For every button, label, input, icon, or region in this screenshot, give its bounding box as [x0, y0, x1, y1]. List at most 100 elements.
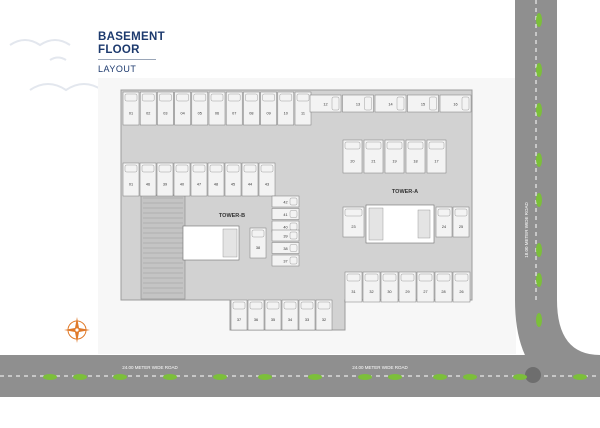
tree-icon	[573, 374, 587, 380]
parking-slot: 44	[241, 162, 259, 197]
parking-slot: 18	[405, 139, 426, 174]
parking-slot-number: 32	[322, 318, 326, 322]
parking-slot: 45	[224, 162, 242, 197]
parking-slot: 37	[230, 299, 248, 331]
parking-slot-number: 32	[369, 290, 373, 294]
parking-slot: 19	[384, 139, 405, 174]
parking-slot-number: 17	[434, 160, 438, 164]
parking-slot: 39	[156, 162, 174, 197]
parking-slot: 25	[452, 206, 470, 238]
tower-a-core	[365, 204, 435, 244]
parking-slot: 05	[191, 91, 209, 126]
parking-slot-number: 33	[305, 318, 309, 322]
parking-slot-number: 47	[197, 183, 201, 187]
parking-slot: 03	[157, 91, 174, 126]
parking-slot-number: 06	[215, 112, 219, 116]
parking-slot: 14	[374, 94, 407, 113]
tower-b-label: TOWER-B	[219, 213, 245, 219]
roundabout	[525, 367, 541, 383]
tree-icon	[388, 374, 402, 380]
title-divider	[98, 59, 156, 60]
parking-slot: 02	[139, 91, 157, 126]
tree-icon	[308, 374, 322, 380]
parking-slot: 01	[122, 162, 140, 197]
parking-slot-number: 14	[388, 103, 392, 107]
parking-slot: 28	[434, 271, 453, 303]
parking-slot: 15	[407, 94, 439, 113]
parking-slot-number: 29	[405, 290, 409, 294]
parking-slot-number: 12	[323, 103, 327, 107]
tower-a-label: TOWER-A	[392, 189, 418, 195]
parking-slot-number: 34	[288, 318, 292, 322]
parking-slot-number: 37	[237, 318, 241, 322]
compass-icon	[64, 317, 90, 343]
parking-slot-number: 35	[271, 318, 275, 322]
parking-slot: 39	[271, 229, 300, 242]
parking-slot-number: 38	[283, 247, 287, 251]
parking-slot-number: 02	[146, 112, 150, 116]
parking-slot: 34	[281, 299, 299, 331]
parking-slot-number: 25	[459, 225, 463, 229]
parking-slot: 24	[435, 206, 453, 238]
parking-slot: 13	[342, 94, 374, 113]
parking-slot-number: 19	[392, 160, 396, 164]
parking-slot-number: 16	[453, 103, 457, 107]
parking-slot-number: 48	[214, 183, 218, 187]
parking-slot: 08	[243, 91, 260, 126]
parking-slot-number: 05	[198, 112, 202, 116]
parking-slot-number: 31	[351, 290, 355, 294]
parking-slot-number: 09	[266, 112, 270, 116]
parking-slot: 38	[271, 242, 300, 254]
parking-slot-number: 11	[301, 112, 305, 116]
parking-slot-number: 28	[441, 290, 445, 294]
parking-slot: 36	[247, 299, 265, 331]
page-subtitle: LAYOUT	[98, 64, 137, 74]
parking-slot: 07	[225, 91, 243, 126]
parking-slot-number: 04	[180, 112, 184, 116]
title-block: BASEMENT FLOOR LAYOUT	[98, 31, 165, 74]
tree-icon	[536, 63, 542, 77]
parking-slot: 06	[208, 91, 226, 126]
tree-icon	[113, 374, 127, 380]
parking-slot-number: 37	[283, 260, 287, 264]
parking-slot: 42	[271, 195, 300, 208]
parking-slot-number: 41	[283, 213, 287, 217]
road-trees	[43, 13, 587, 380]
tree-icon	[536, 273, 542, 287]
parking-slot: 46	[139, 162, 157, 197]
parking-slot: 10	[277, 91, 295, 126]
parking-slot: 20	[342, 139, 363, 174]
tree-icon	[73, 374, 87, 380]
parking-slot-number: 20	[350, 160, 354, 164]
parking-slot-number: 38	[256, 246, 260, 250]
tower-b-core	[182, 225, 240, 261]
birds-decoration	[9, 39, 103, 92]
tree-icon	[536, 193, 542, 207]
parking-slot-number: 21	[371, 160, 375, 164]
parking-slot: 04	[174, 91, 191, 126]
tree-icon	[433, 374, 447, 380]
tree-icon	[358, 374, 372, 380]
parking-slot: 32	[315, 299, 333, 331]
parking-slot: 43	[258, 162, 276, 197]
parking-slot: 23	[342, 206, 365, 238]
parking-slot-number: 30	[387, 290, 391, 294]
parking-slot-number: 01	[129, 183, 133, 187]
parking-slot: 47	[190, 162, 208, 197]
parking-slot-number: 43	[265, 183, 269, 187]
tree-icon	[536, 243, 542, 257]
parking-slot: 17	[426, 139, 447, 174]
tree-icon	[536, 103, 542, 117]
page-title-line2: FLOOR	[98, 44, 140, 56]
parking-slot: 11	[294, 91, 312, 126]
tree-icon	[513, 374, 527, 380]
page-title-line1: BASEMENT	[98, 31, 165, 43]
parking-slot-number: 39	[163, 183, 167, 187]
parking-slot-number: 03	[163, 112, 167, 116]
parking-slot: 26	[452, 271, 471, 303]
parking-slot-number: 13	[356, 103, 360, 107]
tree-icon	[213, 374, 227, 380]
parking-slot-number: 36	[254, 318, 258, 322]
